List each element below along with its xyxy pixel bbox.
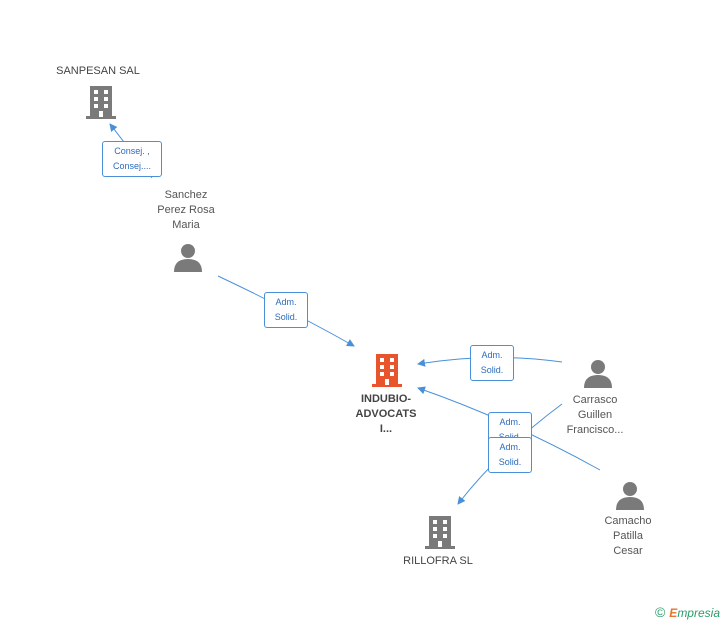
label-line: Carrasco [572, 394, 618, 406]
label-line: INDUBIO- [360, 393, 412, 405]
empresia-logo: ©Empresia [655, 604, 720, 620]
edge-label-line: Solid. [480, 365, 504, 375]
person-label-camacho[interactable]: Camacho Patilla Cesar [584, 514, 672, 559]
brand-name-rest: mpresia [677, 606, 720, 620]
brand-first-letter: E [669, 606, 678, 620]
label-line: Camacho [604, 515, 652, 527]
label-line: Cesar [613, 545, 643, 557]
person-icon[interactable] [614, 480, 646, 510]
edge-label-line: Adm. [481, 350, 503, 360]
label-line: Guillen [577, 409, 613, 421]
edge-label-line: Solid. [498, 457, 522, 467]
building-icon-focus[interactable] [370, 352, 404, 388]
copyright-symbol: © [654, 604, 666, 620]
person-icon[interactable] [172, 242, 204, 272]
edge-label-line: Consej.... [112, 161, 152, 171]
edge-label-line: Adm. [499, 442, 521, 452]
edge-label-carrasco-indubio[interactable]: Adm. Solid. [470, 345, 514, 381]
building-icon[interactable] [84, 84, 118, 120]
building-icon[interactable] [423, 514, 457, 550]
label-line: I... [379, 423, 393, 435]
label-line: Sanchez [164, 189, 208, 201]
edge-label-line: Solid. [274, 312, 298, 322]
company-label-sanpesan[interactable]: SANPESAN SAL [56, 65, 140, 77]
edge-label-line: Adm. [275, 297, 297, 307]
edge-label-carrasco-rillofra[interactable]: Adm. Solid. [488, 437, 532, 473]
person-label-carrasco[interactable]: Carrasco Guillen Francisco... [550, 393, 640, 438]
label-line: Maria [172, 219, 200, 231]
person-icon[interactable] [582, 358, 614, 388]
edge-label-sanchez-indubio[interactable]: Adm. Solid. [264, 292, 308, 328]
person-label-sanchez[interactable]: Sanchez Perez Rosa Maria [136, 188, 236, 233]
label-line: Patilla [613, 530, 643, 542]
edge-label-line: Consej. , [114, 146, 150, 156]
label-line: Perez Rosa [157, 204, 215, 216]
edge-label-line: Adm. [499, 417, 521, 427]
label-line: ADVOCATS [355, 408, 417, 420]
company-label-rillofra[interactable]: RILLOFRA SL [403, 555, 473, 567]
edge-label-sanchez-sanpesan[interactable]: Consej. , Consej.... [102, 141, 162, 177]
company-label-indubio[interactable]: INDUBIO- ADVOCATS I... [336, 392, 436, 437]
label-line: Francisco... [566, 424, 624, 436]
